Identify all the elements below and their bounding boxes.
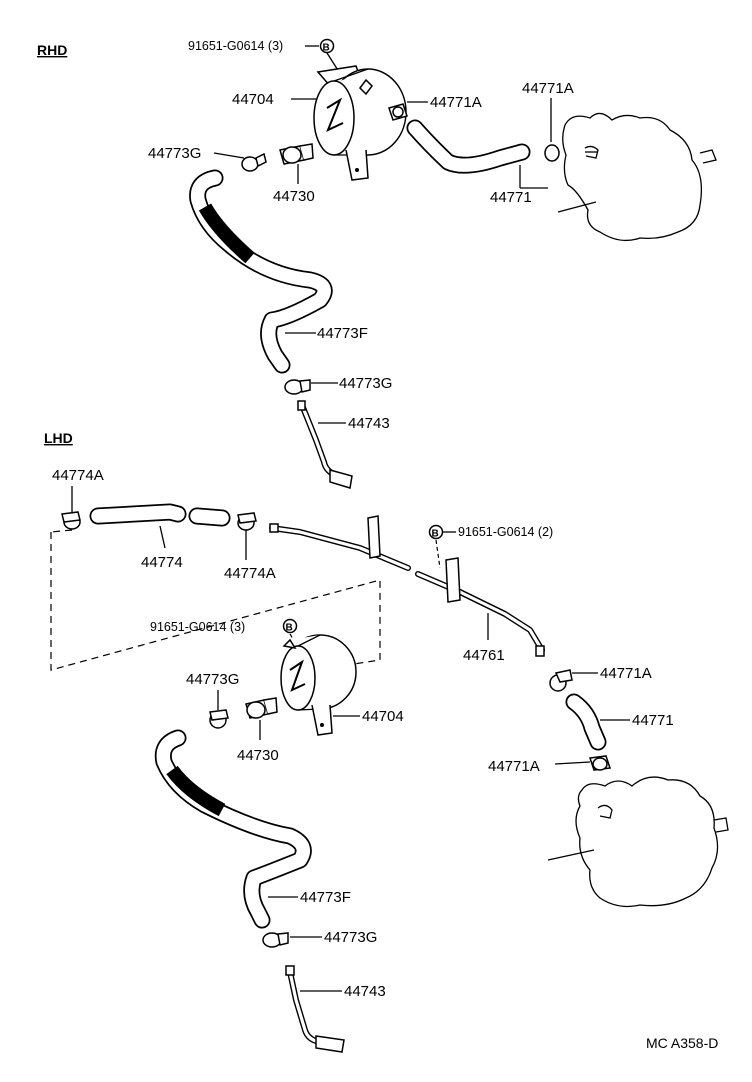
bolt-marker-left-icon: B (282, 618, 298, 634)
rhd-clamp-g-lower-icon (284, 379, 311, 395)
label-lhd-clamp-g-upper: 44773G (186, 671, 239, 688)
label-rhd-valve: 44730 (273, 188, 315, 205)
rhd-booster-outline (557, 112, 717, 242)
bolt-marker-right-icon: B (428, 524, 444, 540)
label-rhd-clamp-g-lower: 44773G (339, 375, 392, 392)
label-lhd-hose-74: 44774 (141, 554, 183, 571)
label-lhd-pipe-43: 44743 (344, 983, 386, 1000)
label-lhd-clamp-71a-upper: 44771A (600, 665, 652, 682)
lhd-clamp-g-upper-icon (209, 709, 229, 729)
lhd-clamp-74a-left-icon (61, 511, 81, 530)
label-lhd-pipe-61: 44761 (463, 647, 505, 664)
label-lhd-bolt-right: 91651-G0614 (2) (458, 525, 553, 539)
label-rhd-clamp-a-right: 44771A (522, 80, 574, 97)
lhd-canister (280, 634, 357, 736)
label-lhd-clamp-74a-right: 44774A (224, 565, 276, 582)
label-rhd-canister: 44704 (232, 91, 274, 108)
rhd-clamp-right-icon (544, 144, 560, 162)
label-lhd-valve: 44730 (237, 747, 279, 764)
rhd-canister (313, 65, 407, 181)
lhd-clamp-71a-lower-icon (588, 755, 612, 771)
rhd-valve-icon (279, 143, 314, 165)
label-rhd-hose-f: 44773F (317, 325, 368, 342)
section-label-rhd: RHD (37, 42, 67, 58)
svg-text:B: B (432, 529, 439, 540)
label-lhd-hose-f: 44773F (300, 889, 351, 906)
label-lhd-canister: 44704 (362, 708, 404, 725)
label-rhd-clamp-g-upper: 44773G (148, 145, 201, 162)
label-lhd-clamp-71a-lower: 44771A (488, 758, 540, 775)
diagram-code: MC A358-D (646, 1035, 718, 1051)
rhd-clamp-g-upper-icon (241, 152, 267, 172)
lhd-valve-icon (245, 697, 278, 719)
label-rhd-clamp-a-upper: 44771A (430, 94, 482, 111)
label-lhd-hose-71: 44771 (632, 712, 674, 729)
lhd-clamp-g-lower-icon (262, 932, 289, 948)
bolt-marker-icon: B (319, 38, 335, 54)
lhd-clamp-71a-upper-icon (549, 669, 573, 692)
rhd-clamp-44771a-icon (388, 103, 408, 121)
label-rhd-bolt: 91651-G0614 (3) (188, 39, 283, 53)
svg-text:B: B (323, 43, 330, 54)
label-lhd-bolt-left: 91651-G0614 (3) (150, 620, 245, 634)
label-rhd-pipe-43: 44743 (348, 415, 390, 432)
section-label-lhd: LHD (44, 430, 73, 446)
svg-text:B: B (286, 623, 293, 634)
lhd-booster-outline (547, 776, 729, 908)
lhd-clamp-74a-right-icon (237, 512, 257, 531)
label-rhd-hose-71: 44771 (490, 189, 532, 206)
label-lhd-clamp-74a-left: 44774A (52, 467, 104, 484)
label-lhd-clamp-g-lower: 44773G (324, 929, 377, 946)
